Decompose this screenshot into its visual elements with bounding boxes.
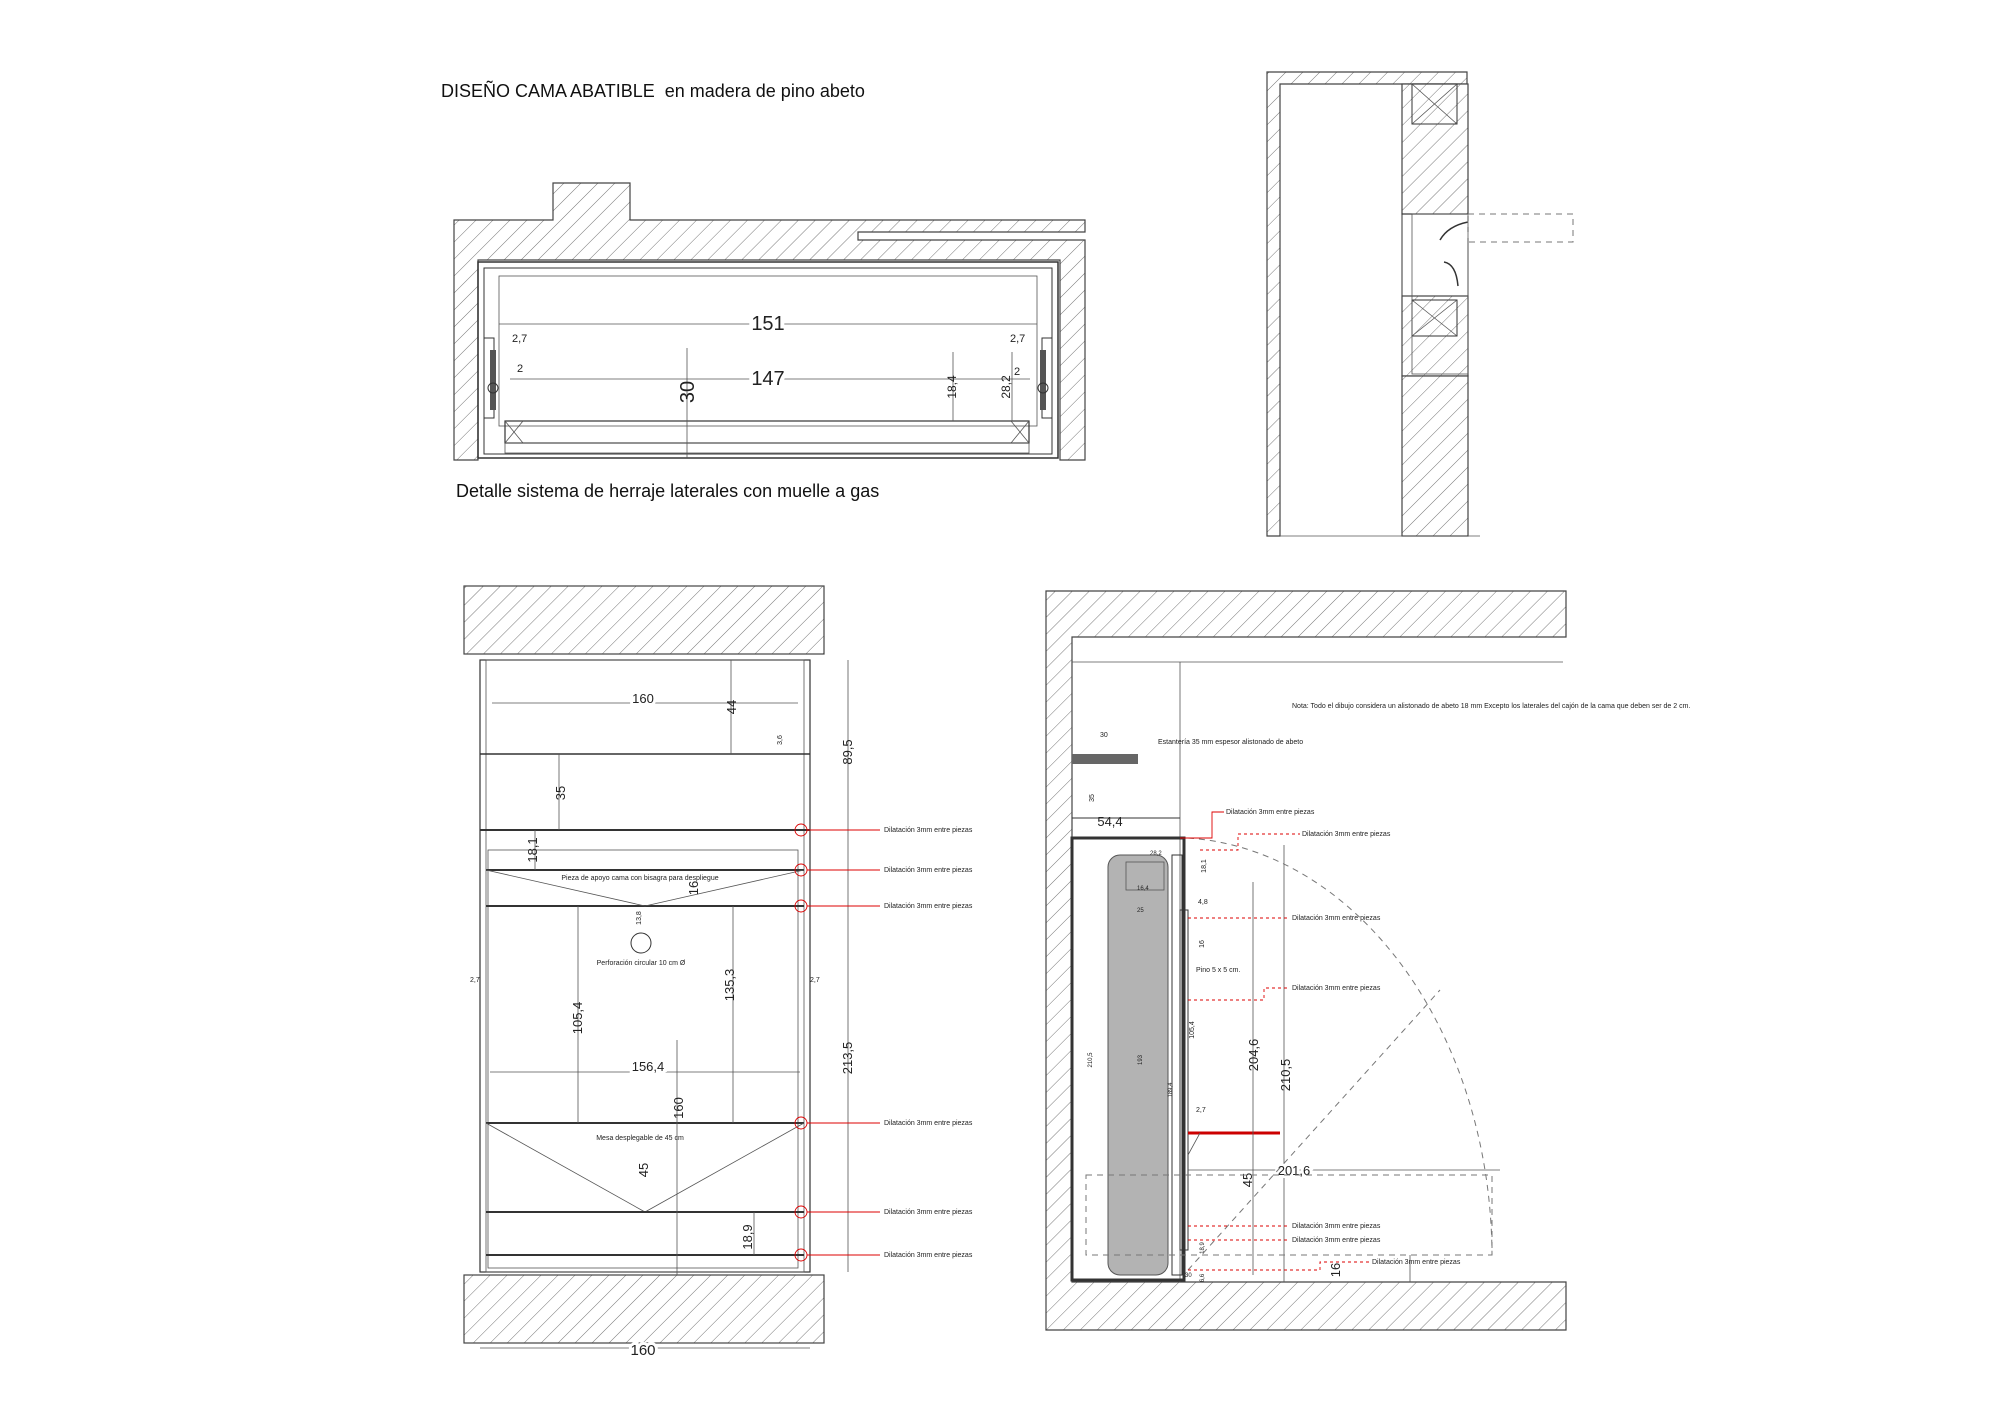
side-callout: Dilatación 3mm entre piezas (1372, 1259, 1461, 1266)
side-dim-shelf-h: 35 (1089, 794, 1096, 802)
side-callout: Dilatación 3mm entre piezas (1302, 831, 1391, 838)
plan-view: 151 147 30 18,4 28,2 2,7 2,7 2 2 (453, 182, 1086, 461)
side-dim-28-2: 28,2 (1150, 851, 1162, 857)
side-dim-204-6: 204,6 (1246, 1039, 1261, 1072)
front-dim-support-gap: 18,1 (525, 837, 540, 862)
plan-dim-right-side: 2 (1014, 366, 1020, 378)
plan-dim-left-side: 2 (517, 363, 523, 375)
side-dim-193: 193 (1138, 1054, 1144, 1065)
side-dim-30: 30 (1185, 1273, 1192, 1279)
front-label-table: Mesa desplegable de 45 cm (596, 1135, 684, 1142)
front-dim-shelf: 35 (553, 786, 568, 800)
front-label-hole: Perforación circular 10 cm Ø (597, 960, 686, 967)
front-dim-lower-total: 213,5 (840, 1042, 855, 1075)
front-dim-left-height: 105,4 (570, 1002, 585, 1035)
side-shelf-label: Estantería 35 mm espesor alistonado de a… (1158, 739, 1303, 746)
side-dim-18-9: 18,9 (1200, 1242, 1206, 1254)
side-dim-210-5: 210,5 (1278, 1059, 1293, 1092)
side-note: Nota: Todo el dibujo considera un alisto… (1292, 703, 1690, 710)
front-callout: Dilatación 3mm entre piezas (884, 867, 973, 874)
front-dim-hole-offset: 13,8 (636, 911, 643, 925)
gas-spring-right (1037, 337, 1053, 419)
plan-dim-inner: 147 (751, 368, 784, 390)
side-dim-105-4: 105,4 (1189, 1021, 1196, 1039)
plan-dim-depth: 30 (677, 381, 699, 403)
side-dim-4-8: 4,8 (1198, 899, 1208, 906)
front-callout: Dilatación 3mm entre piezas (884, 1252, 973, 1259)
gas-spring-left (483, 337, 499, 419)
plan-dim-right-gap: 2,7 (1010, 333, 1025, 345)
front-callout: Dilatación 3mm entre piezas (884, 903, 973, 910)
front-dim-support-h: 16 (686, 881, 701, 895)
side-dim-16-bottom: 16 (1328, 1263, 1343, 1277)
detail-caption: Detalle sistema de herraje laterales con… (456, 481, 879, 501)
side-dim-18-1: 18,1 (1201, 859, 1208, 873)
front-dim-bottom-width: 160 (630, 1342, 655, 1359)
side-callouts: Dilatación 3mm entre piezas Dilatación 3… (1180, 809, 1461, 1271)
side-callout: Dilatación 3mm entre piezas (1292, 1237, 1381, 1244)
front-dim-top-height: 44 (724, 700, 739, 714)
plan-dim-right: 28,2 (999, 375, 1013, 399)
side-section: 30 35 Estantería 35 mm espesor alistonad… (1045, 590, 1690, 1331)
front-dim-mid-160: 160 (671, 1097, 686, 1119)
front-dim-top-thin: 3,6 (777, 735, 784, 745)
side-callout: Dilatación 3mm entre piezas (1292, 985, 1381, 992)
side-callout: Dilatación 3mm entre piezas (1292, 915, 1381, 922)
front-callout: Dilatación 3mm entre piezas (884, 827, 973, 834)
front-dim-left-margin: 2,7 (470, 977, 480, 984)
side-dim-210-5-small: 210,5 (1088, 1052, 1094, 1068)
side-dim-shelf-w: 30 (1100, 732, 1108, 739)
front-dim-top-width: 160 (632, 691, 654, 706)
plan-dim-mid: 18,4 (945, 375, 959, 399)
front-callout: Dilatación 3mm entre piezas (884, 1120, 973, 1127)
side-callout: Dilatación 3mm entre piezas (1292, 1223, 1381, 1230)
side-dim-cab-w: 54,4 (1097, 814, 1122, 829)
side-dim-16: 16 (1199, 940, 1206, 948)
front-elevation: 160 44 3,6 35 18,1 16 13,8 2,7 2,7 105,4… (463, 585, 973, 1362)
plan-dim-left-gap: 2,7 (512, 333, 527, 345)
side-callout: Dilatación 3mm entre piezas (1226, 809, 1315, 816)
side-pine-label: Pino 5 x 5 cm. (1196, 967, 1240, 974)
side-dim-16-4: 16,4 (1137, 886, 1149, 892)
front-dim-mid-height: 135,3 (722, 969, 737, 1002)
side-dim-2-7: 2,7 (1196, 1107, 1206, 1114)
front-dim-inner-width: 156,4 (632, 1059, 665, 1074)
section-detail (1266, 71, 1574, 537)
front-dim-right-margin: 2,7 (810, 977, 820, 984)
front-callout: Dilatación 3mm entre piezas (884, 1209, 973, 1216)
plan-dim-outer: 151 (751, 313, 784, 335)
side-dim-201-6: 201,6 (1278, 1163, 1311, 1178)
side-dim-25: 25 (1137, 908, 1144, 914)
side-dim-189-4: 189,4 (1168, 1082, 1174, 1098)
front-dim-table: 45 (636, 1163, 651, 1177)
front-dim-upper-total: 89,5 (840, 739, 855, 764)
front-dim-bottom-gap: 18,9 (740, 1224, 755, 1249)
side-dim-45: 45 (1240, 1173, 1255, 1187)
front-callouts: Dilatación 3mm entre piezas Dilatación 3… (794, 823, 973, 1262)
side-dim-6-6: 6,6 (1200, 1273, 1206, 1282)
front-label-support: Pieza de apoyo cama con bisagra para des… (561, 875, 718, 882)
